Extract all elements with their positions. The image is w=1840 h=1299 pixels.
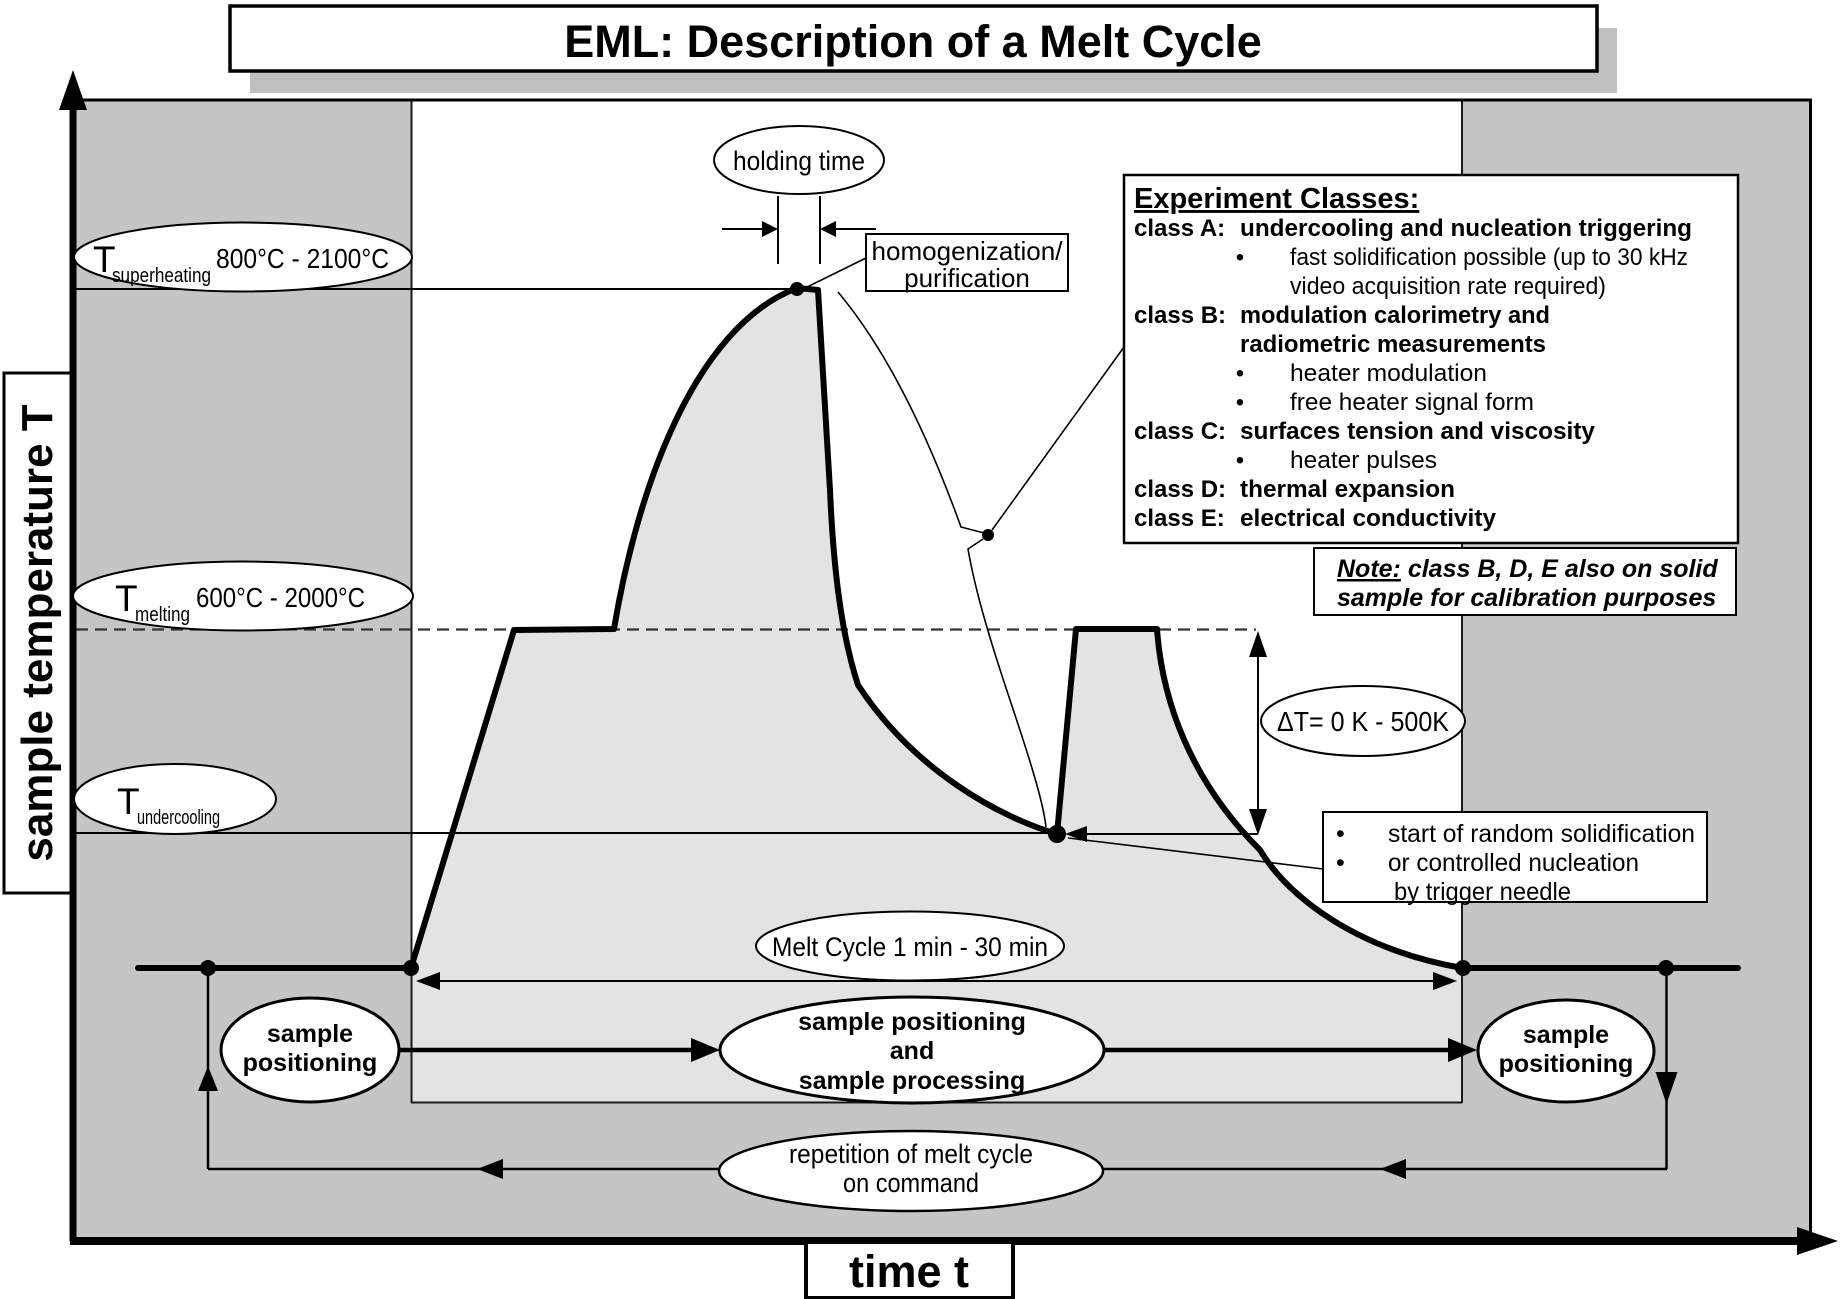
svg-text:sample: sample: [267, 1020, 353, 1048]
svg-text:heater pulses: heater pulses: [1290, 447, 1437, 474]
svg-text:melting: melting: [135, 604, 190, 626]
svg-text:class A:: class A:: [1134, 215, 1225, 242]
svg-text:sample positioning: sample positioning: [798, 1008, 1026, 1036]
svg-text:time t: time t: [849, 1246, 969, 1297]
svg-text:600°C - 2000°C: 600°C - 2000°C: [196, 582, 365, 613]
svg-text:positioning: positioning: [1499, 1050, 1634, 1078]
svg-text:sample for calibration purpose: sample for calibration purposes: [1337, 584, 1716, 612]
svg-text:holding time: holding time: [733, 146, 865, 176]
svg-text:undercooling and nucleation tr: undercooling and nucleation triggering: [1240, 215, 1692, 242]
svg-text:•: •: [1236, 389, 1244, 416]
svg-text:electrical conductivity: electrical conductivity: [1240, 505, 1497, 532]
svg-text:start of random solidification: start of random solidification: [1388, 820, 1695, 848]
svg-text:class D:: class D:: [1134, 476, 1226, 503]
svg-text:or controlled nucleation: or controlled nucleation: [1388, 849, 1639, 877]
svg-text:class E:: class E:: [1134, 505, 1225, 532]
svg-text:radiometric measurements: radiometric measurements: [1240, 331, 1546, 358]
svg-text:Note: class B, D, E also on so: Note: class B, D, E also on solid: [1337, 555, 1718, 583]
svg-text:purification: purification: [904, 263, 1030, 293]
svg-text:•: •: [1236, 360, 1244, 387]
svg-text:T: T: [93, 239, 116, 280]
svg-text:class B:: class B:: [1134, 302, 1226, 329]
svg-text:sample temperature T: sample temperature T: [13, 404, 62, 861]
svg-text:800°C - 2100°C: 800°C - 2100°C: [216, 243, 389, 274]
svg-text:Melt Cycle 1 min - 30 min: Melt Cycle 1 min - 30 min: [772, 932, 1048, 962]
svg-text:modulation calorimetry and: modulation calorimetry and: [1240, 302, 1550, 329]
svg-text:free heater signal form: free heater signal form: [1290, 389, 1534, 416]
svg-text:•: •: [1236, 447, 1244, 474]
svg-text:positioning: positioning: [243, 1049, 378, 1077]
svg-text:thermal expansion: thermal expansion: [1240, 476, 1455, 503]
svg-text:heater modulation: heater modulation: [1290, 360, 1487, 387]
svg-text:undercooling: undercooling: [137, 807, 220, 829]
svg-text:T: T: [115, 578, 138, 619]
svg-text:T: T: [117, 781, 140, 822]
svg-text:and: and: [890, 1037, 934, 1065]
svg-text:ΔT= 0 K - 500K: ΔT= 0 K - 500K: [1277, 706, 1449, 737]
svg-text:class C:: class C:: [1134, 418, 1226, 445]
svg-text:•: •: [1336, 849, 1345, 877]
svg-text:sample: sample: [1523, 1021, 1609, 1049]
svg-text:by trigger needle: by trigger needle: [1394, 878, 1571, 906]
svg-text:fast solidification possible (: fast solidification possible (up to 30 k…: [1290, 244, 1688, 271]
svg-text:surfaces tension and viscosity: surfaces tension and viscosity: [1240, 418, 1596, 445]
svg-text:sample processing: sample processing: [799, 1067, 1025, 1095]
svg-text:homogenization/: homogenization/: [872, 236, 1064, 266]
svg-text:repetition of melt cycle: repetition of melt cycle: [789, 1139, 1033, 1169]
svg-text:superheating: superheating: [112, 265, 211, 287]
svg-text:on command: on command: [843, 1168, 979, 1198]
svg-text:EML: Description of a Melt Cyc: EML: Description of a Melt Cycle: [564, 16, 1262, 67]
svg-text:•: •: [1336, 820, 1345, 848]
svg-text:video acquisition rate require: video acquisition rate required): [1290, 273, 1606, 300]
svg-text:•: •: [1236, 244, 1244, 271]
svg-text:Experiment Classes:: Experiment Classes:: [1134, 183, 1419, 215]
